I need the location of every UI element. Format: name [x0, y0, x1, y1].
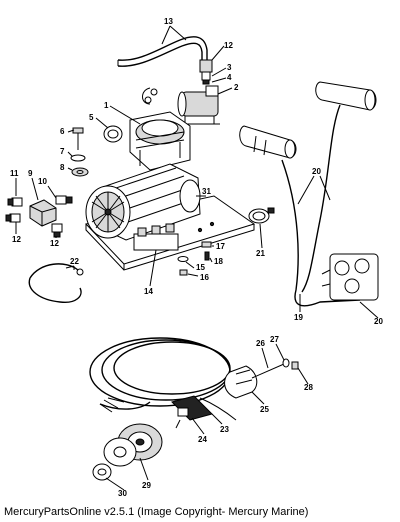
compressor-head-part: [129, 111, 191, 171]
callout-31: 31: [202, 187, 211, 196]
washer-27-part: [282, 358, 290, 368]
callout-9: 9: [28, 169, 33, 178]
callout-15: 15: [196, 263, 205, 272]
parts-exploded-diagram: 13 12 3 4 2 1 5 6 7 8 11 9 10 12 12 22 3…: [5, 17, 383, 498]
callout-18: 18: [214, 257, 223, 266]
grommet-part: [71, 167, 89, 177]
callout-10: 10: [38, 177, 47, 186]
manifold-part: [29, 199, 57, 227]
callout-27: 27: [270, 335, 279, 344]
callout-23: 23: [220, 425, 229, 434]
callout-19: 19: [294, 313, 303, 322]
callout-5: 5: [89, 113, 94, 122]
compressor-motor-part: [85, 163, 201, 241]
harness-connector-top: [315, 81, 377, 111]
callout-21: 21: [256, 249, 265, 258]
screw-part: [72, 127, 84, 150]
callout-29: 29: [142, 481, 151, 490]
cooling-fan: [91, 192, 125, 232]
callout-25: 25: [260, 405, 269, 414]
callout-24: 24: [198, 435, 207, 444]
callout-13: 13: [164, 17, 173, 26]
callout-28: 28: [304, 383, 313, 392]
callout-6: 6: [60, 127, 65, 136]
knob-part: [103, 423, 163, 467]
callout-30: 30: [118, 489, 127, 498]
callout-20-lower: 20: [374, 317, 383, 326]
callout-16: 16: [200, 273, 209, 282]
screw-16-part: [179, 269, 188, 276]
callout-17: 17: [216, 242, 225, 251]
wire-harness-part: [239, 81, 379, 307]
callout-12-top: 12: [224, 41, 233, 50]
terminal-block-part: [133, 223, 179, 251]
washer-part: [70, 154, 86, 162]
pressure-valve-part: [142, 85, 220, 125]
callout-7: 7: [60, 147, 65, 156]
callout-11: 11: [10, 169, 19, 178]
screw-26-part: [251, 363, 285, 379]
callout-2: 2: [234, 83, 239, 92]
callout-20-upper: 20: [312, 167, 321, 176]
nut-30-part: [92, 463, 112, 481]
leader-lines: [15, 25, 379, 491]
copyright-caption: MercuryPartsOnline v2.5.1 (Image Copyrig…: [4, 506, 309, 518]
callout-1: 1: [104, 101, 109, 110]
callout-8: 8: [60, 163, 65, 172]
nut-28-part: [291, 361, 299, 370]
callout-22: 22: [70, 257, 79, 266]
screw-17-part: [201, 241, 212, 248]
fitting-bottom-right-part: [51, 223, 63, 238]
clamp-part: [248, 207, 275, 224]
screw-15-part: [177, 256, 189, 262]
callout-4: 4: [227, 73, 232, 82]
cable-coil-part: [89, 337, 237, 421]
harness-connector-plug: [321, 253, 379, 301]
callout-26: 26: [256, 339, 265, 348]
callout-12-left: 12: [12, 235, 21, 244]
callout-14: 14: [144, 287, 153, 296]
screw-18-part: [204, 251, 210, 261]
gauge-part: [103, 125, 123, 143]
callout-3: 3: [227, 63, 232, 72]
callout-labels: 13 12 3 4 2 1 5 6 7 8 11 9 10 12 12 22 3…: [10, 17, 383, 498]
fitting-bottom-left-part: [5, 213, 21, 223]
fitting-left-part: [7, 197, 23, 207]
ground-wire-part: [28, 263, 84, 303]
callout-12-right: 12: [50, 239, 59, 248]
harness-connector-mid: [239, 125, 297, 159]
fitting-top-part: [199, 59, 213, 85]
air-hose-part: [117, 36, 208, 67]
fitting-right-part: [55, 195, 73, 205]
